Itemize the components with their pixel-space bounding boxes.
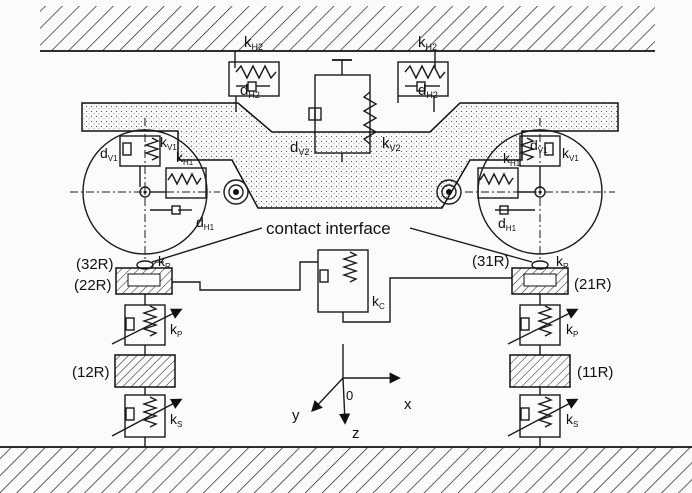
label-kh1-left: kH1 (176, 149, 194, 167)
label-dv1-right: dV1 (530, 137, 548, 155)
label-ks-left: kS (170, 411, 182, 429)
label-kr-left: kR (158, 253, 171, 271)
label-axis-x: x (404, 396, 412, 413)
pivot-joint-right (436, 179, 462, 205)
label-kh1-right: kH1 (503, 150, 521, 168)
label-node-31r: (31R) (472, 253, 510, 270)
label-node-21r: (21R) (574, 276, 612, 293)
wheel-right (465, 118, 615, 270)
label-kp-right: kP (566, 321, 578, 339)
label-node-12r: (12R) (72, 364, 110, 381)
label-kv1-left: kV1 (160, 134, 177, 152)
label-origin: 0 (346, 388, 353, 403)
label-dh2-left: dH2 (240, 82, 260, 100)
label-ks-right: kS (566, 411, 578, 429)
label-node-32r: (32R) (76, 256, 114, 273)
label-kp-left: kP (170, 321, 182, 339)
label-axis-y: y (292, 407, 300, 424)
car-body-ground (40, 6, 655, 52)
label-kc: kC (372, 293, 385, 311)
label-node-22r: (22R) (74, 277, 112, 294)
label-contact-interface: contact interface (266, 219, 391, 238)
contact-leader-right (409, 227, 533, 263)
rail-coupling-kc (172, 249, 512, 323)
labels: kH2 kH2 dH2 dH2 dV2 kV2 dV1 kV1 kH1 dH1 … (72, 34, 613, 442)
label-node-11r: (11R) (577, 364, 613, 381)
label-axis-z: z (352, 425, 360, 442)
label-kh2-right: kH2 (418, 34, 437, 52)
pivot-joint-left (223, 179, 249, 205)
secondary-vertical-suspension (308, 59, 378, 162)
ground (0, 446, 692, 493)
label-dh1-right: dH1 (498, 215, 517, 233)
rail-stack-left (111, 261, 183, 447)
label-kv1-right: kV1 (562, 145, 579, 163)
contact-leader-left (151, 227, 263, 263)
label-dh2-right: dH2 (418, 82, 438, 100)
label-kv2: kV2 (382, 135, 401, 153)
rail-stack-right (507, 267, 579, 447)
label-dv1-left: dV1 (100, 145, 118, 163)
label-kh2-left: kH2 (244, 34, 263, 52)
coordinate-axes (311, 344, 401, 425)
secondary-horizontal-suspension-right (397, 51, 449, 112)
secondary-horizontal-suspension-left (228, 51, 280, 112)
label-dh1-left: dH1 (196, 214, 215, 232)
label-dv2: dV2 (290, 139, 309, 157)
label-kr-right: kR (556, 253, 569, 271)
